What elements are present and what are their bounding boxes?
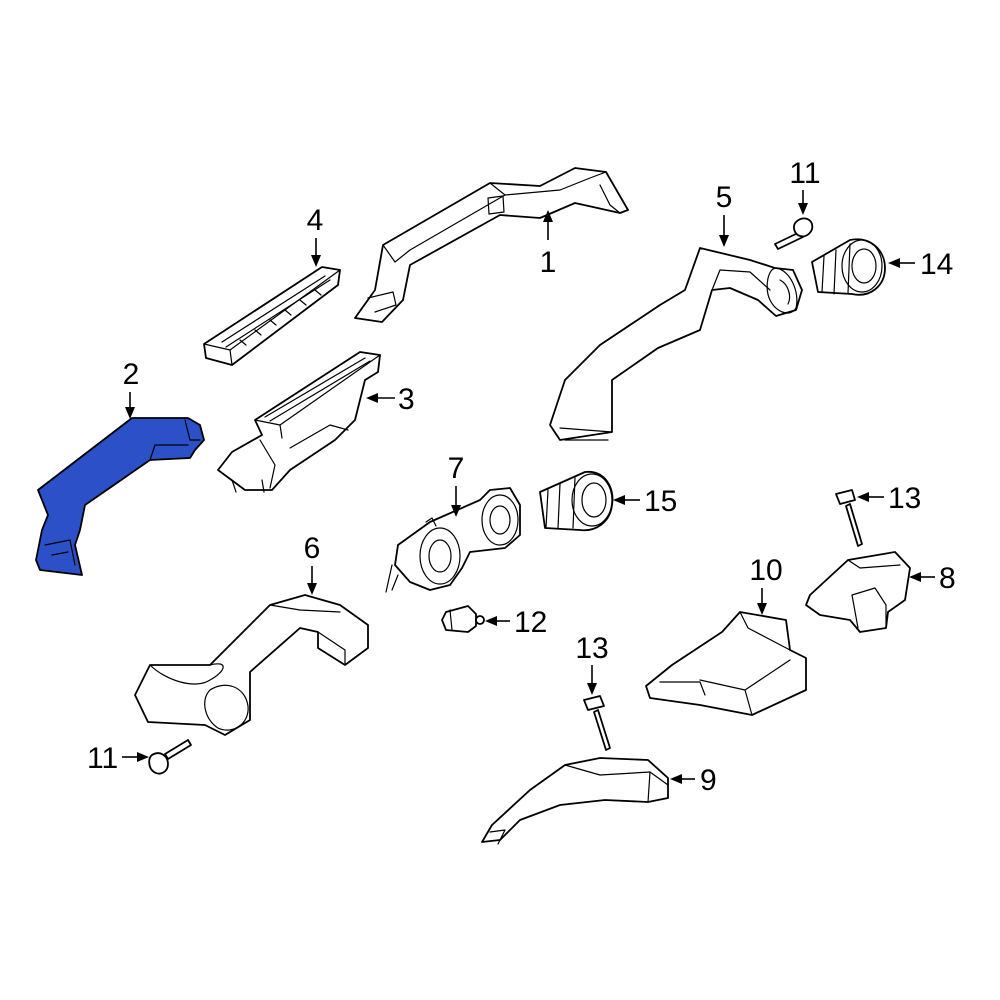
vent-3 bbox=[217, 351, 381, 493]
duct-5 bbox=[549, 247, 803, 441]
duct-6 bbox=[134, 594, 369, 736]
duct-10 bbox=[645, 611, 807, 716]
fastener-13-upper bbox=[835, 489, 863, 547]
callout-13-upper: 13 bbox=[888, 482, 921, 515]
callout-7: 7 bbox=[448, 452, 465, 485]
callout-13-lower: 13 bbox=[575, 632, 608, 665]
callout-3: 3 bbox=[398, 383, 415, 416]
callout-10: 10 bbox=[749, 554, 782, 587]
screw-11-upper bbox=[774, 217, 814, 250]
callout-11-lower: 11 bbox=[87, 742, 118, 775]
callout-9: 9 bbox=[700, 764, 717, 797]
callout-2: 2 bbox=[123, 358, 140, 391]
vent-15 bbox=[539, 471, 614, 532]
callout-12: 12 bbox=[514, 606, 547, 639]
callout-labels: 1 2 3 4 5 6 7 8 9 10 11 11 12 13 13 14 1… bbox=[87, 157, 956, 797]
callout-11-upper: 11 bbox=[789, 157, 820, 190]
leader-lines bbox=[122, 190, 935, 784]
callout-6: 6 bbox=[304, 532, 321, 565]
vent-14 bbox=[811, 238, 886, 296]
duct-9 bbox=[481, 757, 669, 845]
vent-assembly-7 bbox=[385, 487, 521, 593]
callout-5: 5 bbox=[716, 181, 733, 214]
screw-11-lower bbox=[148, 739, 192, 775]
duct-1 bbox=[354, 167, 629, 323]
nozzle-12 bbox=[441, 605, 485, 633]
duct-8 bbox=[805, 551, 911, 633]
callout-14: 14 bbox=[920, 248, 953, 281]
callout-4: 4 bbox=[307, 204, 324, 237]
callout-1: 1 bbox=[540, 246, 557, 279]
grille-4 bbox=[203, 266, 341, 366]
callout-15: 15 bbox=[644, 485, 677, 518]
duct-2 bbox=[35, 417, 205, 576]
fastener-13-lower bbox=[583, 695, 611, 751]
callout-8: 8 bbox=[939, 562, 956, 595]
